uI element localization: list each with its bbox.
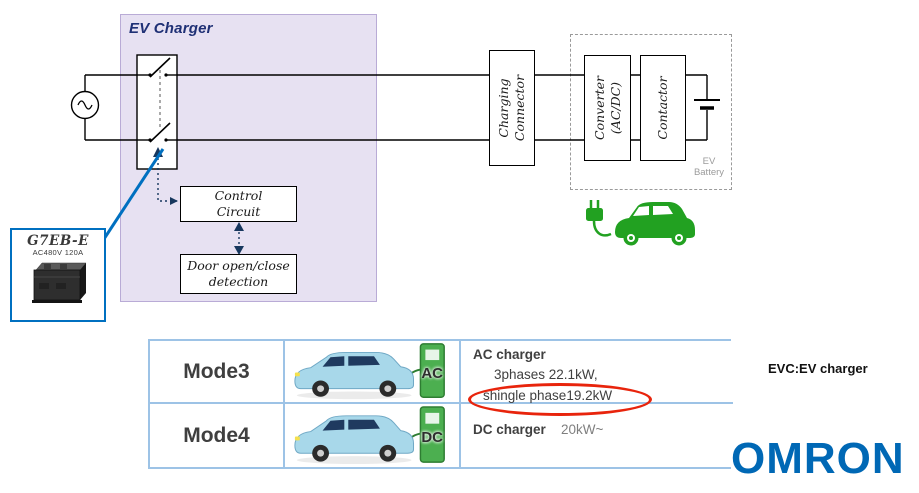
- car-charging-image: [294, 343, 445, 400]
- converter-label-2: (AC/DC): [607, 81, 623, 135]
- ev-battery-label: EV Battery: [693, 156, 725, 179]
- omron-logo: OMRON: [731, 434, 905, 483]
- dc-spec: 20kW~: [561, 422, 604, 437]
- mode4-cell: Mode4: [150, 404, 285, 467]
- control-circuit-box: Control Circuit: [180, 186, 297, 222]
- door-detection-label-1: Door open/close: [187, 258, 290, 274]
- car-charging-image: [294, 406, 445, 465]
- control-circuit-label-1: Control: [214, 188, 263, 204]
- g7eb-relay-photo: [32, 262, 87, 303]
- relay-callout-box: G7EB-E AC480V 120A: [10, 228, 106, 322]
- relay-model-label: G7EB-E: [27, 233, 89, 249]
- ev-battery-group-box: [570, 34, 732, 190]
- ac-source-icon: [70, 75, 100, 140]
- mode3-spec-cell: AC charger 3phases 22.1kW, shingle phase…: [461, 341, 733, 416]
- relay-rating-label: AC480V 120A: [32, 248, 84, 257]
- door-detection-label-2: detection: [208, 274, 269, 289]
- converter-label-1: Converter: [591, 76, 607, 140]
- mode3-label: Mode3: [183, 359, 250, 383]
- mode4-label: Mode4: [183, 423, 250, 447]
- ac-charger-title: AC charger: [473, 347, 546, 362]
- dc-charger-title: DC charger: [473, 422, 546, 437]
- ac-spec-line1: 3phases 22.1kW,: [494, 367, 598, 382]
- highlight-ellipse: [468, 383, 652, 416]
- ev-car-plug-icon: [586, 200, 695, 246]
- ev-charger-title: EV Charger: [129, 20, 213, 37]
- mode3-car-cell: AC: [285, 341, 461, 404]
- mode4-car-cell: DC: [285, 404, 461, 467]
- charging-connector-label-2: Connector: [512, 74, 527, 142]
- charging-mode-table: Mode3 AC AC charger 3phases 22.1kW, shin…: [148, 339, 733, 469]
- charging-connector-label-1: Charging: [495, 78, 511, 138]
- dc-label: DC: [421, 429, 443, 447]
- contactor-label: Contactor: [654, 76, 670, 140]
- charging-connector-box: Charging Connector: [489, 50, 535, 166]
- contactor-box: Contactor: [640, 55, 686, 161]
- ac-label: AC: [421, 365, 443, 383]
- evc-note: EVC:EV charger: [768, 361, 868, 376]
- converter-box: Converter (AC/DC): [584, 55, 631, 161]
- door-detection-box: Door open/close detection: [180, 254, 297, 294]
- mode3-cell: Mode3: [150, 341, 285, 404]
- control-circuit-label-2: Circuit: [216, 204, 261, 219]
